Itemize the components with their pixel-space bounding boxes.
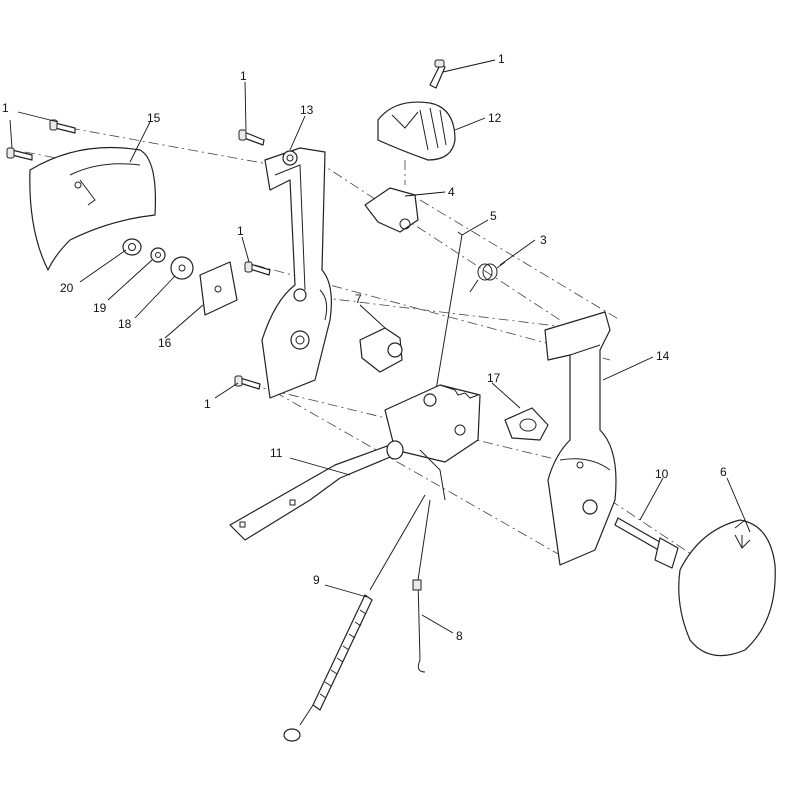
large-washer [170, 256, 194, 280]
callout-8: 8 [456, 629, 463, 643]
callout-9: 9 [313, 573, 320, 587]
callout-7: 7 [355, 292, 362, 306]
callout-labels: 1 1 1 1 1 12 15 13 4 5 3 7 17 14 10 6 11… [2, 52, 727, 643]
callout-4: 4 [448, 185, 455, 199]
callout-20: 20 [60, 281, 74, 295]
friction-pad [199, 261, 238, 316]
gear-assembly [384, 384, 481, 501]
callout-19: 19 [93, 301, 107, 315]
shift-clip [364, 187, 419, 233]
left-cover-shell [29, 146, 157, 271]
torsion-spring [469, 261, 506, 293]
callout-1-bracket-bottom: 1 [204, 397, 211, 411]
callout-17: 17 [487, 371, 501, 385]
callout-6: 6 [720, 465, 727, 479]
right-bushing [504, 407, 549, 441]
callout-18: 18 [118, 317, 132, 331]
speed-lever [229, 440, 404, 541]
screw-top-left [49, 119, 76, 134]
long-cable [283, 494, 426, 742]
callout-1-bracket-mid: 1 [237, 224, 244, 238]
short-cable [412, 499, 431, 673]
callout-1-bracket-top: 1 [240, 69, 247, 83]
leader-lines [9, 59, 746, 634]
pivot-bolt [614, 517, 679, 569]
left-bracket [261, 147, 332, 399]
pivot-bushing [359, 327, 403, 373]
callout-1-knob-screw: 1 [498, 52, 505, 66]
shift-knob [377, 101, 456, 161]
right-cover-shell [678, 519, 776, 657]
screw-bracket-bottom [234, 375, 261, 390]
callout-16: 16 [158, 336, 172, 350]
nut [122, 238, 142, 256]
small-washer [150, 247, 166, 263]
screw-left [6, 147, 33, 161]
callout-11: 11 [270, 446, 283, 460]
callout-5: 5 [490, 209, 497, 223]
right-bracket [544, 311, 617, 566]
screw-bracket-top [238, 129, 265, 146]
callout-15: 15 [147, 111, 161, 125]
callout-13: 13 [300, 103, 314, 117]
callout-12: 12 [488, 111, 502, 125]
screw-bracket-mid [244, 261, 271, 276]
shift-rod [435, 231, 463, 391]
callout-10: 10 [655, 467, 669, 481]
screw-knob-top [429, 59, 446, 89]
callout-1-top-left: 1 [2, 101, 9, 115]
callout-14: 14 [656, 349, 670, 363]
callout-3: 3 [540, 233, 547, 247]
